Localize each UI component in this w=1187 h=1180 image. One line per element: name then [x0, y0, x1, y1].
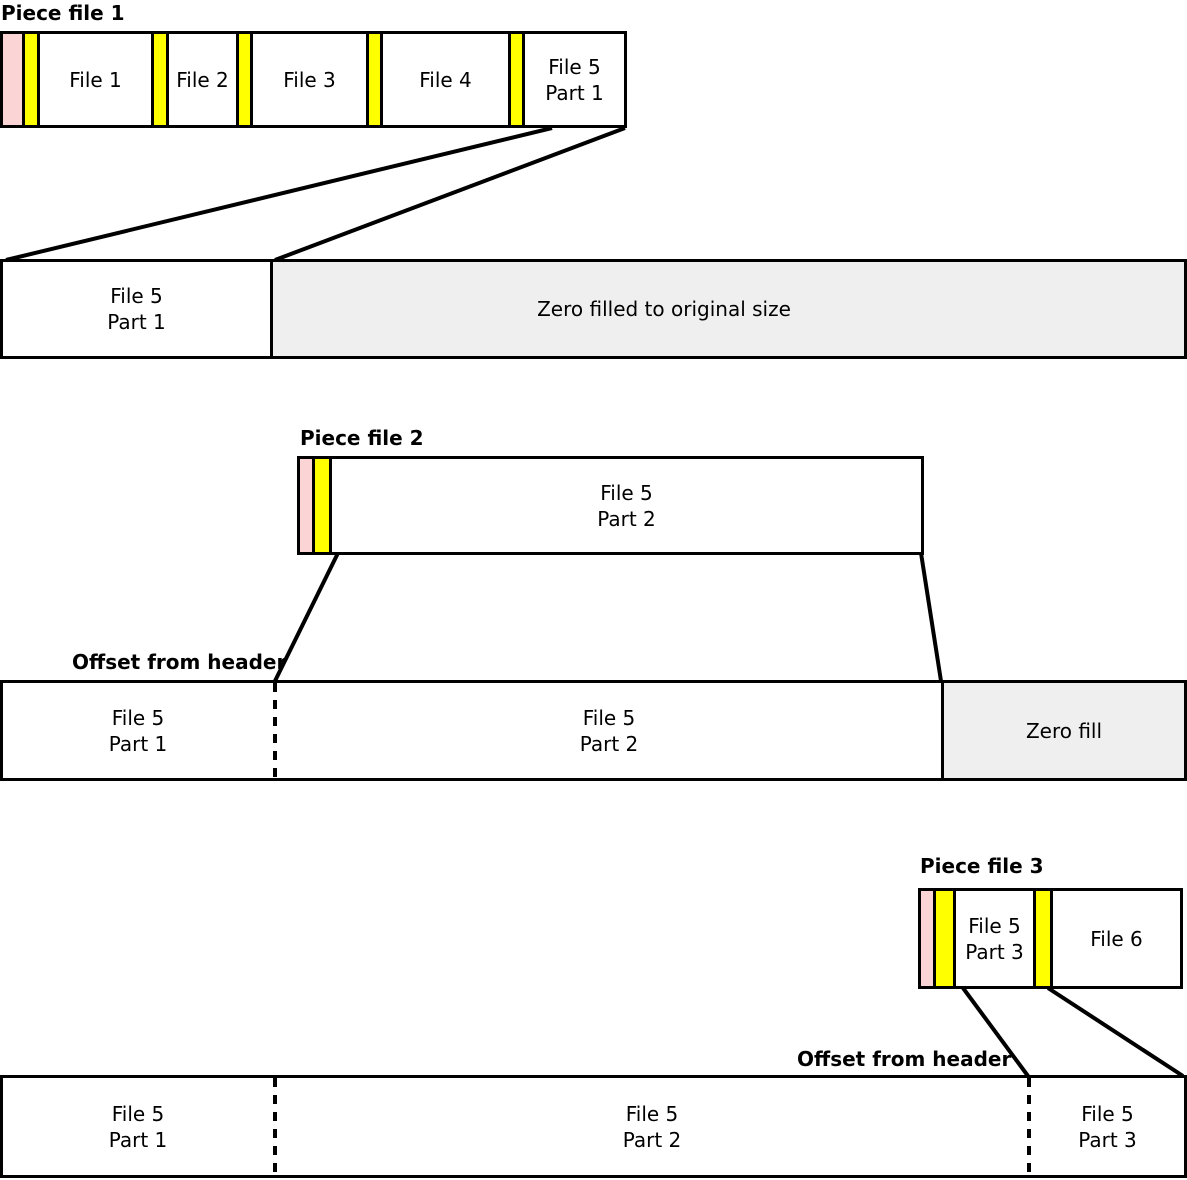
- file-4-cell: File 4: [383, 34, 511, 125]
- file-2-cell: File 2: [169, 34, 239, 125]
- offset-dashed-divider: [273, 683, 277, 778]
- piece-file-2-bar: File 5 Part 2: [297, 456, 924, 555]
- file-5-part-1-cell: File 5 Part 1: [3, 262, 273, 356]
- file-5-part-1-label-line1: File 5: [111, 705, 165, 730]
- file-5-part-3-label-line1: File 5: [968, 913, 1021, 938]
- file-5-part-1-label-line1: File 5: [548, 54, 601, 79]
- file-5-part-1-label-line2: Part 1: [545, 80, 604, 105]
- file-5-part-3-label-line1: File 5: [1081, 1101, 1134, 1126]
- file-5-part-1-label-line2: Part 1: [108, 731, 168, 756]
- file-5-part-2-cell: File 5 Part 2: [277, 683, 941, 778]
- connector-piece2-right: [919, 552, 943, 682]
- zero-fill-label: Zero fill: [1025, 718, 1103, 743]
- offset-dashed-divider: [1027, 1078, 1031, 1175]
- zero-fill-cell: Zero fill: [941, 683, 1184, 778]
- separator-cell: [511, 34, 525, 125]
- connector-piece3-right: [1046, 986, 1185, 1078]
- file-5-part-3-label-line2: Part 3: [965, 939, 1024, 964]
- separator-cell: [315, 459, 332, 552]
- connector-piece1-left: [5, 126, 553, 262]
- file-5-part-2-label-line2: Part 2: [579, 731, 639, 756]
- file-5-part-2-cell: File 5 Part 2: [332, 459, 921, 552]
- separator-cell: [936, 891, 956, 986]
- file-6-label: File 6: [1090, 926, 1143, 951]
- piece-file-3-bar: File 5 Part 3 File 6: [918, 888, 1183, 989]
- offset-from-header-label-bottom: Offset from header: [797, 1047, 1012, 1071]
- separator-cell: [239, 34, 253, 125]
- file-5-part-2-label-line1: File 5: [582, 705, 636, 730]
- file-1-label: File 1: [69, 67, 122, 92]
- file-5-part-2-label-line2: Part 2: [597, 506, 656, 531]
- connector-piece1-right: [274, 126, 626, 262]
- file-5-part-3-label-line2: Part 3: [1078, 1127, 1137, 1152]
- separator-cell: [25, 34, 40, 125]
- file-3-label: File 3: [283, 67, 336, 92]
- reassembled-file-2-bar: File 5 Part 1 File 5 Part 2 Zero fill: [0, 680, 1187, 781]
- separator-cell: [369, 34, 383, 125]
- file-1-cell: File 1: [40, 34, 154, 125]
- file-5-part-1-cell: File 5 Part 1: [525, 34, 624, 125]
- file-5-part-2-label-line1: File 5: [625, 1101, 679, 1126]
- reassembled-file-1-bar: File 5 Part 1 Zero filled to original si…: [0, 259, 1187, 359]
- reassembled-file-3-bar: File 5 Part 1 File 5 Part 2 File 5 Part …: [0, 1075, 1187, 1178]
- piece-file-1-title: Piece file 1: [1, 1, 125, 25]
- file-6-cell: File 6: [1053, 891, 1180, 986]
- file-3-cell: File 3: [253, 34, 369, 125]
- file-5-part-3-cell: File 5 Part 3: [956, 891, 1036, 986]
- header-cell: [921, 891, 936, 986]
- file-5-part-1-label-line2: Part 1: [107, 310, 166, 334]
- file-4-label: File 4: [419, 67, 472, 92]
- zero-filled-cell: [273, 262, 1184, 356]
- file-5-part-1-cell: File 5 Part 1: [3, 683, 273, 778]
- file-5-part-3-cell: File 5 Part 3: [1031, 1078, 1184, 1175]
- offset-from-header-label-middle: Offset from header: [72, 650, 287, 674]
- file-5-part-2-label-line2: Part 2: [622, 1127, 682, 1152]
- file-5-part-1-label-line1: File 5: [111, 1101, 165, 1126]
- file-5-part-1-cell: File 5 Part 1: [3, 1078, 273, 1175]
- file-5-part-1-label-line2: Part 1: [108, 1127, 168, 1152]
- header-cell: [300, 459, 315, 552]
- separator-cell: [1036, 891, 1053, 986]
- file-5-part-1-label-line1: File 5: [110, 284, 163, 308]
- file-5-part-2-label-line1: File 5: [600, 480, 653, 505]
- header-cell: [3, 34, 25, 125]
- piece-file-2-title: Piece file 2: [300, 426, 424, 450]
- file-2-label: File 2: [176, 67, 229, 92]
- separator-cell: [154, 34, 169, 125]
- piece-file-3-title: Piece file 3: [920, 854, 1044, 878]
- piece-file-1-bar: File 1 File 2 File 3 File 4 File 5 Part …: [0, 31, 627, 128]
- offset-dashed-divider: [273, 1078, 277, 1175]
- file-5-part-2-cell: File 5 Part 2: [277, 1078, 1027, 1175]
- zero-filled-label: Zero filled to original size: [537, 297, 791, 321]
